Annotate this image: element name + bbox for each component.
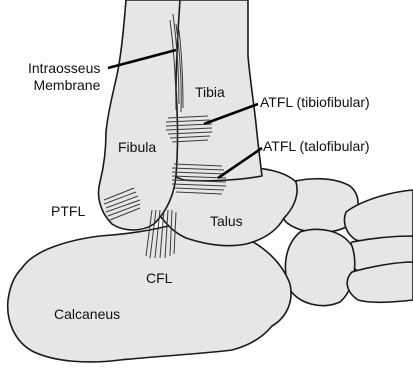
interosseous-label-line1: Intraosseus: [28, 60, 100, 77]
calcaneus-label: Calcaneus: [54, 306, 120, 323]
fibula-label: Fibula: [118, 139, 156, 156]
tibia-label: Tibia: [195, 84, 225, 101]
cuboid-bone: [285, 229, 354, 305]
talus-label: Talus: [210, 213, 243, 230]
cfl-label: CFL: [146, 270, 172, 287]
atfl-talofibular-label: ATFL (talofibular): [263, 138, 370, 155]
fibula-bone: [99, 0, 181, 230]
interosseous-membrane-label: Intraosseus Membrane: [28, 60, 100, 94]
ptfl-label: PTFL: [51, 203, 85, 220]
calcaneus-bone: [8, 226, 291, 362]
interosseous-label-line2: Membrane: [28, 77, 100, 94]
atfl-tibiofibular-label: ATFL (tibiofibular): [260, 94, 370, 111]
